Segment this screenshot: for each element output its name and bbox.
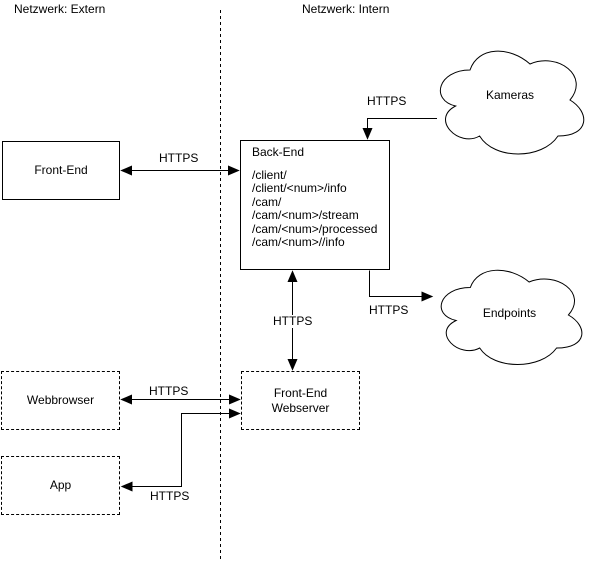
back-end-node: Back-End /client/ /client/<num>/info /ca… bbox=[240, 140, 390, 270]
app-label: App bbox=[49, 478, 72, 492]
app-node: App bbox=[1, 456, 120, 515]
webbrowser-label: Webbrowser bbox=[26, 393, 95, 407]
backend-endpoint-path: /client/ bbox=[252, 168, 287, 182]
kameras-backend-https-label: HTTPS bbox=[365, 94, 409, 108]
backend-endpoint-path: /cam/<num>/processed bbox=[252, 221, 378, 236]
zone-label-intern: Netzwerk: Intern bbox=[302, 2, 390, 16]
front-end-node: Front-End bbox=[2, 141, 120, 200]
backend-endpoint-path: /cam/ bbox=[252, 194, 282, 209]
kameras-backend-arrow bbox=[362, 118, 437, 140]
zone-label-extern: Netzwerk: Extern bbox=[14, 2, 106, 16]
webbrowser-webserver-https-label: HTTPS bbox=[147, 384, 191, 398]
front-end-webserver-node: Front-End Webserver bbox=[241, 371, 360, 430]
back-end-title: Back-End bbox=[252, 145, 305, 159]
frontend-backend-https-label: HTTPS bbox=[157, 151, 201, 165]
webbrowser-node: Webbrowser bbox=[1, 371, 120, 430]
app-webserver-arrow bbox=[120, 408, 241, 492]
backend-webserver-https-label: HTTPS bbox=[271, 314, 315, 328]
kameras-cloud-label: Kameras bbox=[485, 88, 535, 102]
endpoints-cloud-label: Endpoints bbox=[482, 306, 537, 320]
front-end-webserver-label-line1: Front-End bbox=[273, 385, 328, 400]
front-end-webserver-label-line2: Webserver bbox=[271, 400, 330, 415]
backend-endpoints-arrow bbox=[369, 270, 434, 302]
backend-endpoint-path: /client/<num>/info bbox=[252, 181, 347, 196]
app-webserver-https-label: HTTPS bbox=[148, 489, 192, 503]
front-end-label: Front-End bbox=[34, 163, 88, 177]
backend-endpoints-https-label: HTTPS bbox=[367, 303, 411, 317]
kameras-cloud-shape bbox=[439, 50, 585, 155]
backend-endpoint-path: /cam/<num>/stream bbox=[252, 208, 359, 223]
backend-endpoint-path: /cam/<num>//info bbox=[252, 235, 345, 250]
